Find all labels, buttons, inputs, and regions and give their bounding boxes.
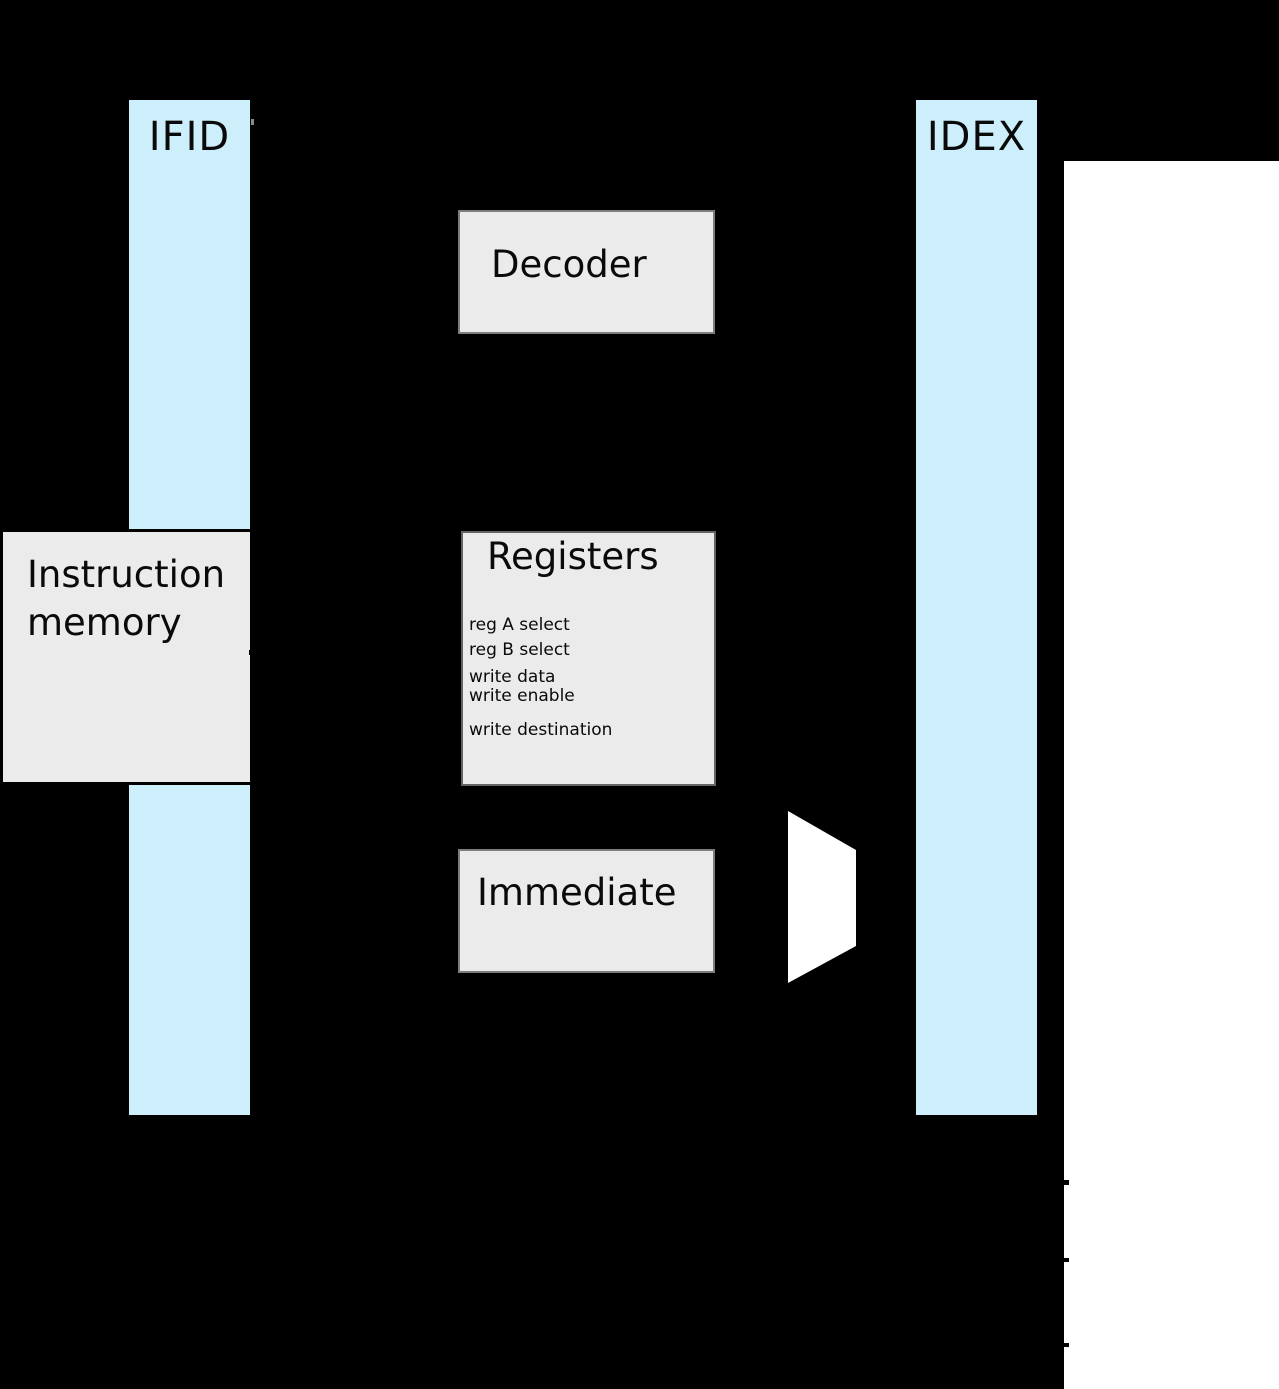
write-destination-port-label: write destination — [469, 720, 613, 740]
reg-b-select-port-label: reg B select — [469, 640, 570, 660]
registers-block: Registers reg A select reg B select writ… — [461, 531, 716, 786]
ifid-label: IFID — [148, 114, 231, 160]
decoder-label: Decoder — [491, 243, 647, 286]
immediate-block: Immediate — [458, 849, 715, 973]
mux-trapezoid-polygon — [788, 811, 856, 983]
idex-pipeline-register-bar: IDEX — [914, 98, 1039, 1117]
instruction-memory-block: Instruction memory — [0, 529, 253, 785]
decoder-block: Decoder — [458, 210, 715, 334]
write-enable-port-label: write enable — [469, 686, 575, 706]
wire-stub — [1064, 1258, 1069, 1262]
wire-stub — [1064, 1180, 1069, 1185]
instruction-memory-label: Instruction memory — [27, 553, 226, 644]
reg-a-select-port-label: reg A select — [469, 615, 570, 635]
mux-shape — [788, 811, 856, 983]
wire-stub — [251, 119, 254, 125]
write-data-port-label: write data — [469, 667, 556, 687]
right-white-panel — [1064, 161, 1279, 1389]
wire-stub — [1064, 1343, 1069, 1347]
registers-label: Registers — [487, 535, 659, 578]
immediate-label: Immediate — [477, 871, 677, 914]
wire-stub — [249, 650, 253, 655]
idex-label: IDEX — [926, 114, 1027, 160]
